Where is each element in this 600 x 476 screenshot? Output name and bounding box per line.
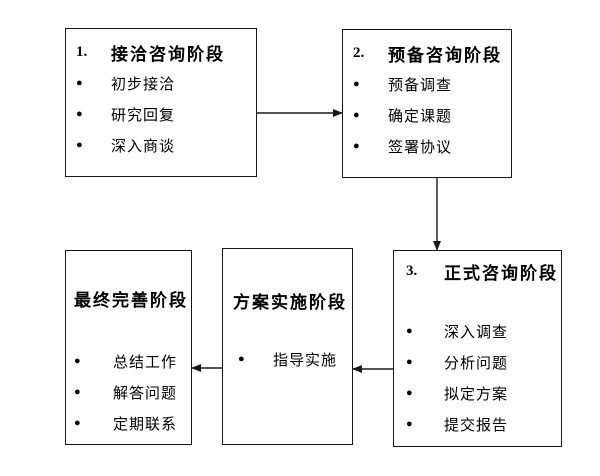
phase-2-title-row: 2. 预备咨询阶段 [353, 38, 511, 69]
bullet-icon: ● [406, 387, 413, 399]
phase-box-1: 1. 接洽咨询阶段 ● 初步接洽 ● 研究回复 ● 深入商谈 [65, 28, 257, 177]
list-item: ● 定期联系 [74, 408, 191, 439]
phase-4-title: 方案实施阶段 [233, 293, 347, 312]
list-item: ● 分析问题 [406, 347, 561, 378]
item-label: 提交报告 [444, 418, 509, 434]
bullet-icon: ● [353, 109, 360, 121]
item-label: 指导实施 [273, 353, 338, 369]
item-label: 初步接洽 [111, 77, 176, 93]
list-item: ● 确定课题 [353, 100, 511, 131]
item-label: 确定课题 [388, 109, 453, 125]
list-item: ● 签署协议 [353, 131, 511, 162]
phase-box-2: 2. 预备咨询阶段 ● 预备调查 ● 确定课题 ● 签署协议 [342, 29, 512, 178]
item-label: 深入商谈 [111, 139, 176, 155]
list-item: ● 深入商谈 [76, 130, 256, 161]
item-label: 预备调查 [388, 78, 453, 94]
phase-1-title: 接洽咨询阶段 [111, 45, 225, 64]
phase-box-3: 3. 正式咨询阶段 ● 深入调查 ● 分析问题 ● 拟定方案 ● 提交报告 [393, 250, 562, 447]
item-label: 总结工作 [113, 355, 178, 371]
bullet-icon: ● [353, 78, 360, 90]
phase-box-implementation: 方案实施阶段 ● 指导实施 [222, 248, 353, 445]
item-label: 深入调查 [444, 325, 509, 341]
phase-4-title-row: 方案实施阶段 [233, 285, 352, 316]
phase-1-number: 1. [76, 44, 88, 60]
bullet-icon: ● [238, 353, 245, 365]
phase-5-title: 最终完善阶段 [74, 291, 188, 310]
bullet-icon: ● [74, 386, 81, 398]
phase-2-number: 2. [353, 45, 365, 61]
list-item: ● 解答问题 [74, 377, 191, 408]
list-item: ● 总结工作 [74, 346, 191, 377]
item-label: 解答问题 [113, 386, 178, 402]
item-label: 定期联系 [113, 417, 178, 433]
phase-3-title: 正式咨询阶段 [444, 264, 558, 283]
bullet-icon: ● [406, 356, 413, 368]
item-label: 签署协议 [388, 140, 453, 156]
phase-5-title-row: 最终完善阶段 [74, 283, 191, 314]
phase-2-title: 预备咨询阶段 [388, 46, 502, 65]
item-label: 分析问题 [444, 356, 509, 372]
bullet-icon: ● [74, 417, 81, 429]
list-item: ● 指导实施 [233, 344, 352, 375]
bullet-icon: ● [353, 140, 360, 152]
phase-1-title-row: 1. 接洽咨询阶段 [76, 37, 256, 68]
item-label: 拟定方案 [444, 387, 509, 403]
bullet-icon: ● [76, 108, 83, 120]
phase-box-finalization: 最终完善阶段 ● 总结工作 ● 解答问题 ● 定期联系 [65, 250, 192, 445]
list-item: ● 提交报告 [406, 409, 561, 440]
bullet-icon: ● [406, 325, 413, 337]
list-item: ● 预备调查 [353, 69, 511, 100]
item-label: 研究回复 [111, 108, 176, 124]
list-item: ● 初步接洽 [76, 68, 256, 99]
list-item: ● 深入调查 [406, 316, 561, 347]
phase-3-number: 3. [406, 263, 418, 279]
bullet-icon: ● [76, 77, 83, 89]
bullet-icon: ● [406, 418, 413, 430]
phase-3-title-row: 3. 正式咨询阶段 [406, 256, 561, 287]
bullet-icon: ● [76, 139, 83, 151]
bullet-icon: ● [74, 355, 81, 367]
list-item: ● 研究回复 [76, 99, 256, 130]
list-item: ● 拟定方案 [406, 378, 561, 409]
